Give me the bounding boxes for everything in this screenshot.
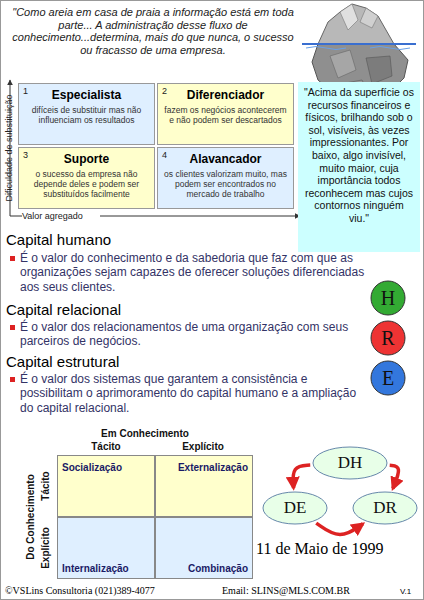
matrix-quadrant: 4Alavancador os clientes valorizam muito,…	[157, 147, 294, 209]
capital-circle: E	[370, 360, 406, 396]
quadrant-title: Alavancador	[163, 152, 288, 166]
quadrant-text: fazem os negócios acontecerem e não pode…	[163, 106, 288, 126]
x-axis	[100, 216, 300, 217]
callout-number: 4	[162, 150, 167, 160]
version-label: V.1	[400, 587, 422, 596]
quadrant-title: Suporte	[24, 152, 149, 166]
section-text: É o valor dos sistemas que garantem a co…	[20, 372, 368, 415]
section-text: É o valor do conhecimento e da sabedoria…	[20, 251, 365, 294]
row-label: Tácito	[40, 471, 51, 500]
dimension-ellipse: DH	[312, 446, 388, 480]
axis-label: Valor agregado	[22, 211, 102, 221]
seci-quadrant: Internalização	[57, 517, 155, 579]
mode-label: Socialização	[62, 462, 150, 473]
quote-text: "Acima da superfície os recursos finance…	[303, 86, 415, 225]
capital-letter: E	[382, 367, 394, 390]
bullet	[10, 325, 15, 330]
footer-text: Email: SLINS@MLS.COM.BR	[222, 585, 397, 596]
quadrant-text: o sucesso da empresa não depende deles e…	[24, 170, 149, 199]
axis-corner	[10, 216, 22, 217]
column-label: Tácito	[76, 441, 136, 452]
quadrant-title: Diferenciador	[163, 88, 288, 102]
matrix-quadrant: 1Especialista difíceis de substituir mas …	[18, 83, 155, 145]
capital-letter: H	[381, 287, 395, 310]
footer-text: ©VSLins Consultoria (021)389-4077	[5, 585, 220, 596]
date-label: 11 de Maio de 1999	[256, 540, 416, 558]
quote-box: "Acima da superfície os recursos finance…	[298, 82, 420, 252]
dimension-label: DH	[338, 453, 363, 473]
section-heading: Capital estrutural	[6, 353, 226, 370]
quadrant-text: os clientes valorizam muito, mas podem s…	[163, 170, 288, 199]
callout-number: 2	[162, 86, 167, 96]
axis-title: Do Conhecimento	[25, 474, 36, 560]
section-heading: Capital humano	[6, 231, 226, 248]
mode-label: Internalização	[62, 563, 150, 574]
bullet	[10, 256, 15, 261]
mode-label: Externalização	[160, 462, 248, 473]
row-label: Explícito	[40, 527, 51, 569]
capital-letter: R	[381, 327, 394, 350]
quadrant-text: difíceis de substituir mas não influenci…	[24, 106, 149, 126]
axis-label: Dificuldade de substituição	[4, 94, 14, 201]
mode-label: Combinação	[160, 563, 248, 574]
quadrant-title: Especialista	[24, 88, 149, 102]
seci-quadrant: Socialização	[57, 455, 155, 517]
dimension-ellipse: DR	[352, 491, 418, 525]
seci-quadrant: Externalização	[155, 455, 253, 517]
flow-arrow	[316, 523, 363, 534]
flow-arrow	[293, 465, 310, 488]
capital-circle: R	[370, 320, 406, 356]
dimension-ellipse: DE	[262, 491, 328, 525]
section-heading: Capital relacional	[6, 301, 226, 318]
callout-number: 1	[23, 86, 28, 96]
capital-circle: H	[370, 280, 406, 316]
seci-quadrant: Combinação	[155, 517, 253, 579]
matrix-quadrant: 3Suporte o sucesso da empresa não depende…	[18, 147, 155, 209]
matrix-quadrant: 2Diferenciador fazem os negócios acontece…	[157, 83, 294, 145]
column-label: Explícito	[168, 441, 238, 452]
flow-arrow	[390, 465, 399, 488]
quote-text: "Como areia em casa de praia a informaçã…	[8, 6, 298, 57]
axis-title: Em Conhecimento	[80, 428, 210, 439]
dimension-label: DR	[373, 498, 397, 518]
section-text: É o valor dos relacionamentos de uma org…	[20, 320, 365, 349]
dimension-label: DE	[284, 498, 307, 518]
callout-number: 3	[23, 150, 28, 160]
bullet	[10, 377, 15, 382]
